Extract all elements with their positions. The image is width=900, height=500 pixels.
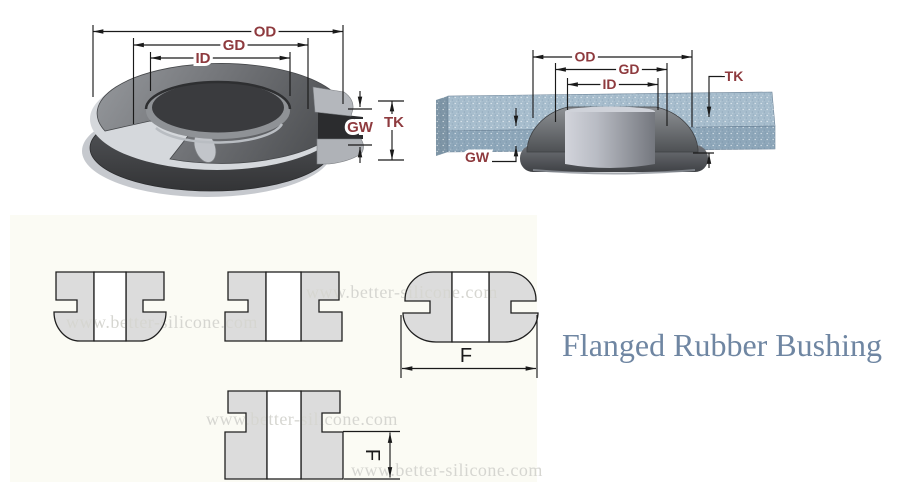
gw-leader-arrow <box>492 146 519 163</box>
tk-label: TK <box>725 68 744 84</box>
id-label: ID <box>603 76 617 92</box>
gd-label: GD <box>223 37 246 54</box>
grommet-section <box>520 106 708 175</box>
f-label-rotated: F <box>361 449 383 461</box>
mounted-section-figure: OD GD ID TK GW <box>436 46 776 175</box>
f-height-dimension <box>343 430 400 480</box>
profile-square-tall: F <box>224 390 400 480</box>
cut-face-top-flange <box>312 86 354 117</box>
groove-slot <box>318 112 363 141</box>
bore-top-edge <box>144 80 292 110</box>
bore-inner-highlight <box>155 123 284 144</box>
profile-sections-figure: F F <box>53 271 539 480</box>
watermark-text: www.better-silicone.com <box>206 409 398 429</box>
tk-label: TK <box>384 114 404 131</box>
bore-hole <box>152 82 284 133</box>
tk-leader-arrow <box>706 75 726 117</box>
gw-label: GW <box>347 119 374 136</box>
profile-full-round: F <box>400 271 539 378</box>
iso-grommet-figure: OD GD ID GW TK <box>82 21 407 197</box>
cut-face-bottom-flange <box>316 138 364 165</box>
grommet-3d-render <box>82 63 364 197</box>
gw-label: GW <box>465 149 490 165</box>
f-width-dimension <box>400 315 538 378</box>
watermark-text: www.better-silicone.com <box>351 460 543 480</box>
od-label: OD <box>254 24 277 41</box>
id-label: ID <box>196 50 211 67</box>
watermark-text: www.better-silicone.com <box>306 282 498 302</box>
watermark-text: www.better-silicone.com <box>66 312 258 332</box>
page-title: Flanged Rubber Bushing <box>562 327 882 363</box>
iso-dimension-lines <box>92 25 404 163</box>
f-label: F <box>460 345 472 367</box>
bore-cylinder <box>565 112 655 168</box>
profile-square <box>224 271 343 342</box>
od-label: OD <box>575 49 596 65</box>
profile-round-bottom <box>53 271 167 342</box>
section-dimension-lines <box>492 50 726 168</box>
gd-label: GD <box>619 61 640 77</box>
